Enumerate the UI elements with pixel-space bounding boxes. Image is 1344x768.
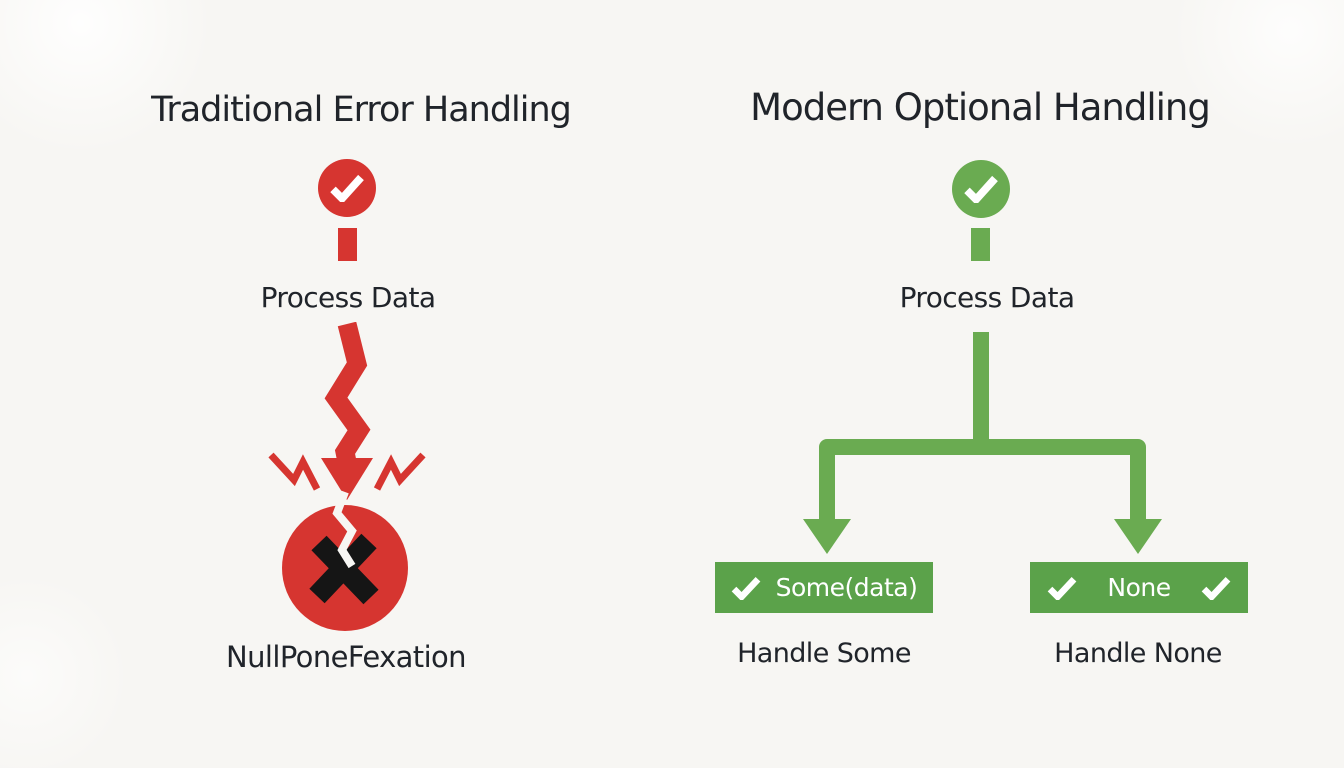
check-icon <box>330 174 364 202</box>
handle-some-label: Handle Some <box>737 638 911 669</box>
impact-spark-left-icon <box>268 452 321 491</box>
process-data-label: Process Data <box>899 281 1075 314</box>
x-icon <box>309 533 379 605</box>
crash-zigzag-arrow-icon <box>268 322 426 500</box>
modern-title: Modern Optional Handling <box>750 86 1211 129</box>
flow-dash <box>338 228 357 261</box>
crack <box>332 490 357 569</box>
check-icon <box>1201 576 1231 600</box>
check-icon <box>731 576 761 600</box>
error-crash-circle <box>282 490 408 631</box>
check-icon <box>1047 576 1077 600</box>
flow-dash <box>971 228 990 261</box>
some-box-label: Some(data) <box>775 573 918 602</box>
traditional-title: Traditional Error Handling <box>151 90 572 130</box>
arrowhead-left-icon <box>803 519 851 554</box>
none-result-box: None <box>1030 562 1248 613</box>
handle-none-label: Handle None <box>1054 638 1222 669</box>
branch-connector <box>803 332 1162 554</box>
check-icon <box>964 175 998 203</box>
some-result-box: Some(data) <box>715 562 933 613</box>
impact-spark-right-icon <box>373 452 426 491</box>
none-box-label: None <box>1107 573 1171 602</box>
success-check-circle-green <box>952 160 1010 218</box>
success-check-circle-red <box>318 159 376 217</box>
arrowhead-right-icon <box>1114 519 1162 554</box>
error-label: NullPoneFexation <box>226 640 467 674</box>
process-data-label: Process Data <box>260 281 436 314</box>
